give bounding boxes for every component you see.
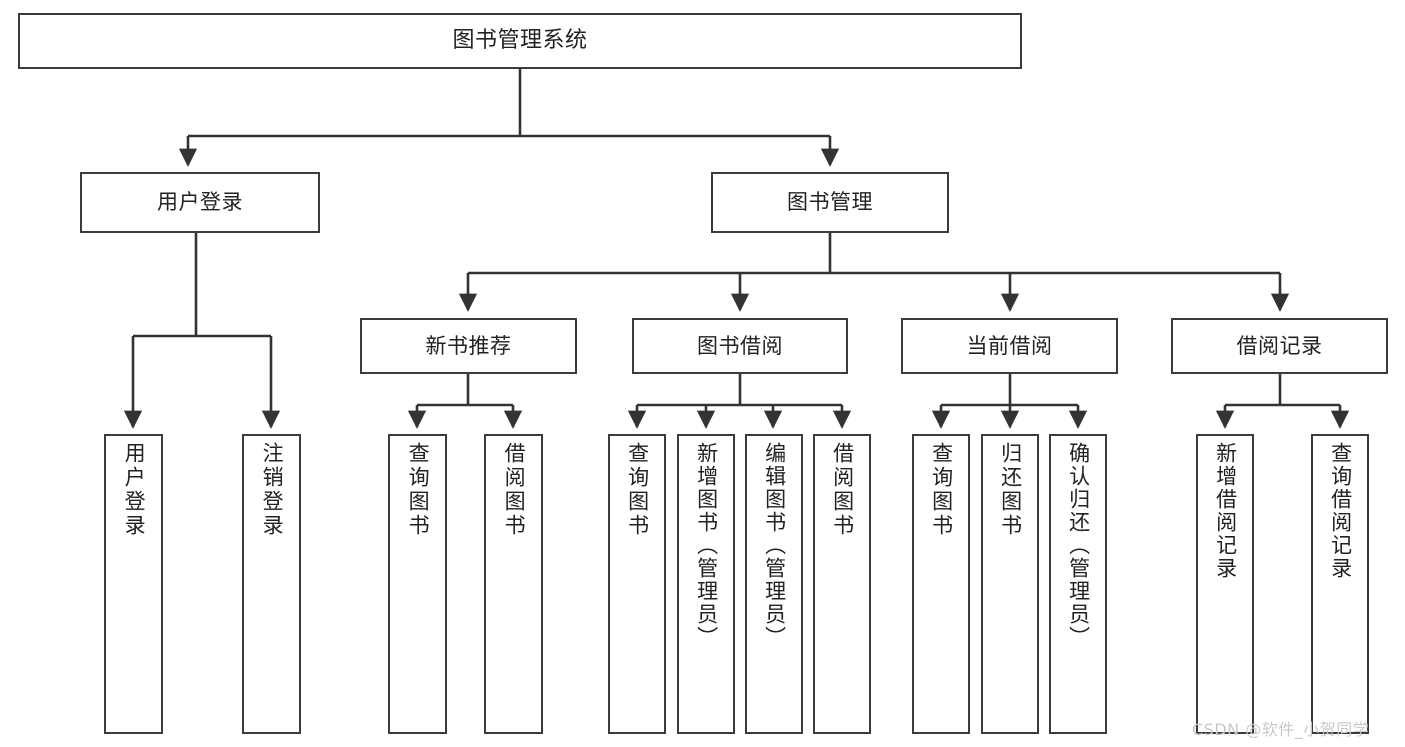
node-leaf-add-borrow-record[interactable]: 新增借阅记录	[1196, 434, 1254, 734]
node-label: 查询借阅记录	[1328, 442, 1353, 580]
node-label: 注销登录	[260, 442, 285, 538]
node-label: 新增图书（管理员）	[694, 442, 719, 649]
node-leaf-query-book[interactable]: 查询图书	[608, 434, 666, 734]
node-new-book-recommend[interactable]: 新书推荐	[360, 318, 577, 374]
node-label: 查询图书	[406, 442, 431, 538]
node-label: 用户登录	[157, 190, 243, 215]
node-label: 借阅图书	[830, 442, 855, 538]
node-leaf-query-borrow-record[interactable]: 查询借阅记录	[1311, 434, 1369, 734]
node-label: 借阅记录	[1236, 333, 1323, 358]
node-leaf-return-book[interactable]: 归还图书	[981, 434, 1039, 734]
node-book-borrow[interactable]: 图书借阅	[632, 318, 848, 374]
node-leaf-query-book-current[interactable]: 查询图书	[912, 434, 970, 734]
node-user-login[interactable]: 用户登录	[80, 172, 320, 233]
node-label: 图书管理	[787, 190, 873, 215]
node-leaf-confirm-return-admin[interactable]: 确认归还（管理员）	[1049, 434, 1107, 734]
node-leaf-logout[interactable]: 注销登录	[242, 434, 301, 734]
node-label: 查询图书	[929, 442, 954, 538]
node-label: 用户登录	[122, 442, 147, 538]
node-leaf-borrow-book-recommend[interactable]: 借阅图书	[484, 434, 543, 734]
node-label: 查询图书	[625, 442, 650, 538]
node-leaf-add-book-admin[interactable]: 新增图书（管理员）	[677, 434, 735, 734]
node-current-borrow[interactable]: 当前借阅	[901, 318, 1118, 374]
node-leaf-query-book-recommend[interactable]: 查询图书	[388, 434, 447, 734]
node-label: 归还图书	[998, 442, 1023, 538]
node-borrow-record[interactable]: 借阅记录	[1171, 318, 1388, 374]
node-label: 借阅图书	[502, 442, 527, 538]
node-leaf-user-login[interactable]: 用户登录	[104, 434, 163, 734]
node-book-management[interactable]: 图书管理	[711, 172, 949, 233]
node-label: 当前借阅	[966, 333, 1053, 358]
node-leaf-edit-book-admin[interactable]: 编辑图书（管理员）	[745, 434, 803, 734]
node-leaf-borrow-book[interactable]: 借阅图书	[813, 434, 871, 734]
node-label: 新增借阅记录	[1213, 442, 1238, 580]
node-label: 图书管理系统	[452, 28, 588, 54]
node-root-system[interactable]: 图书管理系统	[18, 13, 1022, 69]
node-label: 编辑图书（管理员）	[762, 442, 787, 649]
node-label: 新书推荐	[425, 333, 512, 358]
csdn-watermark: CSDN @软件_小贺同学	[1192, 720, 1370, 739]
node-label: 图书借阅	[697, 333, 783, 358]
node-label: 确认归还（管理员）	[1066, 442, 1091, 649]
